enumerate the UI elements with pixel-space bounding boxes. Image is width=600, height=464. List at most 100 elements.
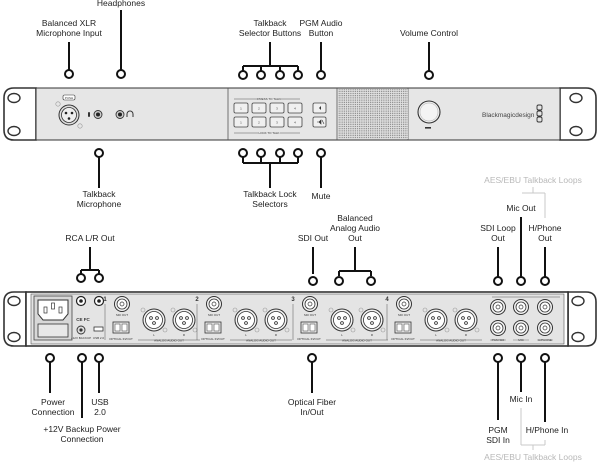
callout-pgm-audio-button: PGM Audio Button	[300, 18, 343, 80]
channel-number: 4	[385, 297, 389, 303]
panel-label: OPTICAL IN/OUT	[391, 337, 415, 341]
svg-text:Balanced: Balanced	[337, 213, 373, 223]
panel-label: R	[183, 333, 186, 337]
panel-label: L	[245, 333, 247, 337]
talkback-selector-button-2[interactable]: 2	[251, 102, 267, 114]
front-panel: PUSH PRESS TO TALK LOCK	[3, 87, 597, 141]
svg-text:Power: Power	[41, 397, 65, 407]
rca-left-out[interactable]	[75, 295, 87, 307]
hphone-out-connector[interactable]	[537, 299, 553, 315]
analog-audio-out-right[interactable]	[262, 307, 290, 333]
optical-fiber-connector[interactable]	[394, 321, 412, 334]
svg-text:AES/EBU Talkback Loops: AES/EBU Talkback Loops	[484, 175, 582, 185]
callout-label: Headphones	[97, 0, 145, 8]
callout-xlr-mic-input: Balanced XLR Microphone Input	[36, 18, 102, 79]
hphone-in-connector[interactable]	[537, 320, 553, 336]
mic-out-connector[interactable]	[513, 299, 529, 315]
svg-text:Out: Out	[348, 233, 362, 243]
talkback-selector-button-3[interactable]: 3	[269, 102, 285, 114]
svg-text:Mute: Mute	[312, 191, 331, 201]
sdi-out-connector[interactable]	[302, 296, 318, 312]
power-connection[interactable]	[33, 295, 73, 341]
brand-logo: Blackmagicdesign	[482, 104, 543, 123]
analog-audio-out-left[interactable]	[422, 307, 450, 333]
callout-optical-fiber: Optical Fiber In/Out	[288, 353, 336, 417]
mic-in-connector[interactable]	[513, 320, 529, 336]
talkback-selector-button-4[interactable]: 4	[287, 102, 303, 114]
talkback-lock-button-4[interactable]: 4	[287, 116, 303, 128]
talkback-lock-button-3[interactable]: 3	[269, 116, 285, 128]
svg-text:Mic In: Mic In	[510, 394, 533, 404]
analog-audio-out-left[interactable]	[140, 307, 168, 333]
svg-text:PGM: PGM	[488, 425, 507, 435]
sdi-out-connector[interactable]	[114, 296, 130, 312]
optical-fiber-connector[interactable]	[204, 321, 222, 334]
analog-audio-out-right[interactable]	[170, 307, 198, 333]
svg-text:SDI Out: SDI Out	[298, 233, 329, 243]
talkback-selector-button-1[interactable]: 1	[233, 102, 249, 114]
talkback-button-group: PRESS TO TALK LOCK TO TALK	[234, 96, 300, 136]
svg-text:Optical Fiber: Optical Fiber	[288, 397, 336, 407]
panel-label: SDI OUT	[304, 313, 316, 317]
xlr-microphone-input[interactable]: PUSH	[55, 94, 83, 129]
sdi-out-connector[interactable]	[206, 296, 222, 312]
callout-headphones: Headphones	[97, 0, 145, 79]
optical-fiber-connector[interactable]	[112, 321, 130, 334]
svg-text:Talkback: Talkback	[253, 18, 287, 28]
svg-text:Selector Buttons: Selector Buttons	[239, 28, 301, 38]
pgm-sdi-in-connector[interactable]	[490, 320, 506, 336]
svg-text:USB 2.0: USB 2.0	[93, 336, 105, 340]
analog-audio-out-left[interactable]	[232, 307, 260, 333]
headphones-icon	[126, 110, 134, 117]
mute-icon	[317, 119, 325, 125]
panel-label: L	[341, 333, 343, 337]
rca-right-out[interactable]	[93, 295, 105, 307]
talkback-lock-button-2[interactable]: 2	[251, 116, 267, 128]
panel-label: SDI OUT	[208, 313, 220, 317]
panel-label: ANALOG AUDIO OUT	[154, 339, 184, 343]
callout-talkback-lock-selectors: Talkback Lock Selectors	[238, 148, 303, 209]
svg-text:2: 2	[258, 121, 260, 125]
panel-label: ANALOG AUDIO OUT	[246, 339, 276, 343]
optical-fiber-connector[interactable]	[300, 321, 318, 334]
svg-text:SDI Loop: SDI Loop	[480, 223, 516, 233]
svg-text:In/Out: In/Out	[300, 407, 324, 417]
analog-audio-out-left[interactable]	[328, 307, 356, 333]
callout-mic-in: Mic In	[510, 353, 533, 404]
callout-sdi-loop-out: SDI Loop Out	[480, 223, 516, 286]
svg-text:Talkback Lock: Talkback Lock	[243, 189, 297, 199]
svg-text:Balanced XLR: Balanced XLR	[42, 18, 96, 28]
backup-power-connection[interactable]: +12V BACKUP	[71, 325, 91, 340]
callout-mute: Mute	[312, 148, 331, 201]
channel-number: 2	[195, 297, 199, 303]
pgm-audio-button[interactable]	[312, 102, 327, 114]
panel-label: OPTICAL IN/OUT	[201, 337, 225, 341]
sdi-out-connector[interactable]	[396, 296, 412, 312]
callout-balanced-analog-audio-out: Balanced Analog Audio Out	[330, 213, 380, 286]
callout-power-connection: Power Connection	[31, 353, 75, 417]
svg-text:2.0: 2.0	[94, 407, 106, 417]
analog-audio-out-right[interactable]	[358, 307, 386, 333]
talkback-lock-button-1[interactable]: 1	[233, 116, 249, 128]
speaker-icon	[317, 106, 321, 110]
headphones-jack[interactable]	[115, 110, 134, 119]
svg-text:4: 4	[294, 107, 296, 111]
mute-button[interactable]	[312, 116, 327, 128]
sdi-loop-out-connector[interactable]	[490, 299, 506, 315]
svg-text:USB: USB	[91, 397, 109, 407]
svg-text:RCA L/R Out: RCA L/R Out	[65, 233, 115, 243]
svg-text:+12V BACKUP: +12V BACKUP	[71, 336, 91, 340]
svg-text:H/Phone In: H/Phone In	[526, 425, 569, 435]
svg-text:H/Phone: H/Phone	[528, 223, 561, 233]
usb-port[interactable]: USB 2.0	[93, 326, 105, 340]
svg-text:Blackmagicdesign: Blackmagicdesign	[482, 112, 535, 119]
analog-audio-out-right[interactable]	[452, 307, 480, 333]
svg-text:Out: Out	[538, 233, 552, 243]
volume-control-knob[interactable]	[417, 100, 441, 129]
svg-text:Mic Out: Mic Out	[506, 203, 536, 213]
svg-text:4: 4	[294, 121, 296, 125]
